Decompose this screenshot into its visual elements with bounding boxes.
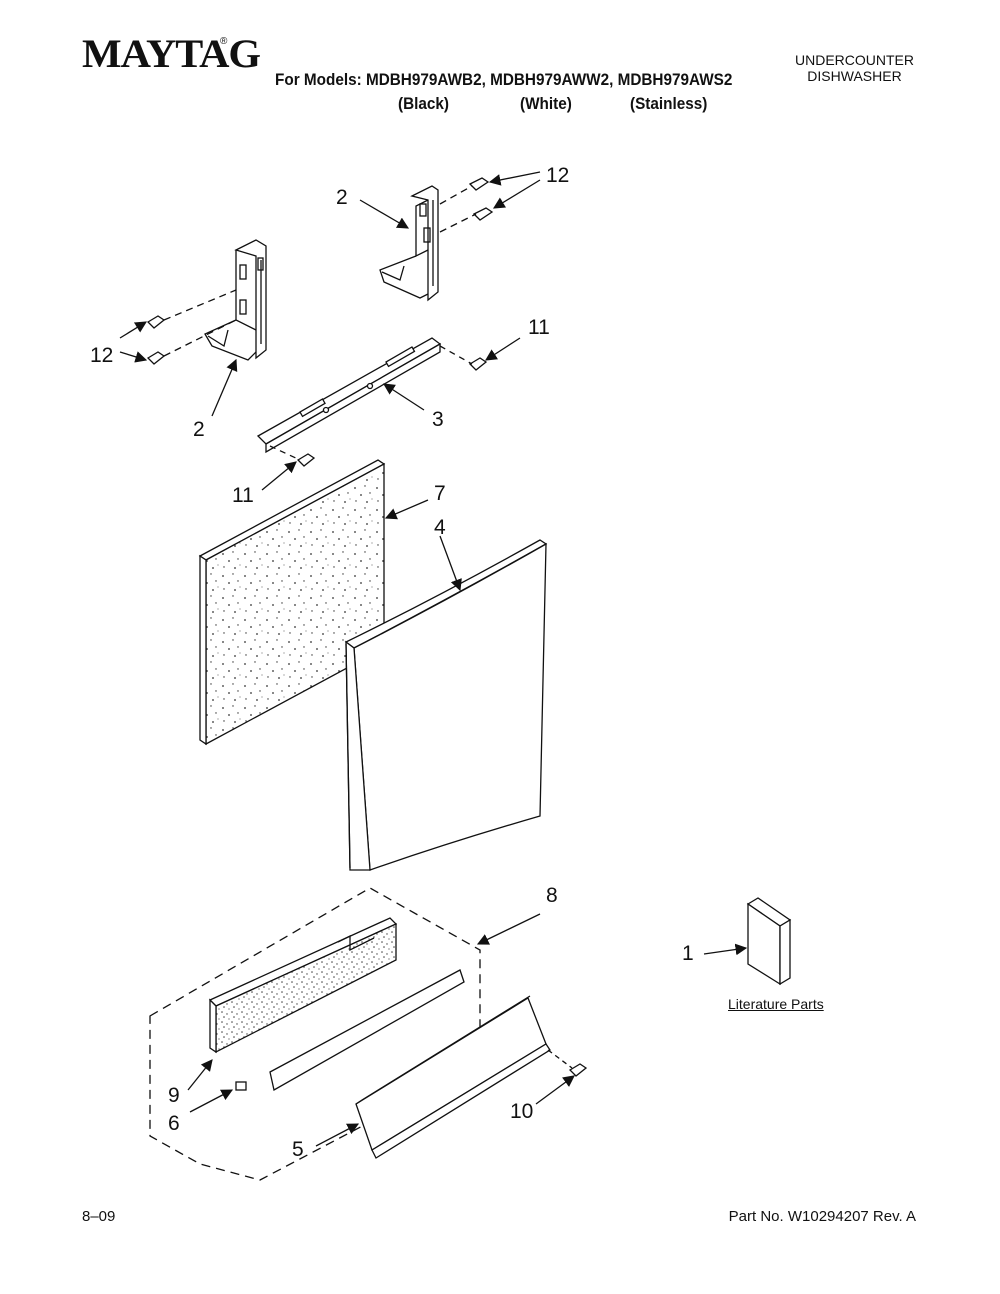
footer-part-number: Part No. W10294207 Rev. A — [728, 1208, 916, 1225]
footer-date: 8–09 — [82, 1208, 116, 1225]
callout-11-left: 11 — [232, 484, 254, 507]
callout-1: 1 — [682, 942, 694, 965]
callout-12-top: 12 — [546, 164, 570, 187]
callout-11-right: 11 — [528, 316, 550, 339]
screws-12-top — [468, 177, 494, 221]
hinge-bracket-right — [379, 185, 439, 302]
callout-leaders — [119, 171, 748, 1147]
screws-11 — [296, 357, 488, 467]
literature-booklet — [746, 897, 792, 986]
callout-10: 10 — [510, 1100, 534, 1123]
product-type: UNDERCOUNTER DISHWASHER — [795, 52, 914, 84]
screw-guide-lines-top — [439, 185, 477, 233]
variant-white: (White) — [520, 94, 572, 113]
callout-2-top: 2 — [336, 186, 348, 209]
screw-guide-lines-11 — [269, 345, 473, 461]
callout-6: 6 — [168, 1112, 180, 1135]
maytag-logo: MAYTAG — [82, 31, 261, 76]
product-type-line1: UNDERCOUNTER — [795, 52, 914, 68]
callout-4: 4 — [434, 516, 446, 539]
product-type-line2: DISHWASHER — [807, 68, 902, 84]
literature-parts-label: Literature Parts — [728, 996, 824, 1012]
callout-7: 7 — [434, 482, 446, 505]
insulation-panel — [198, 459, 386, 746]
variant-black: (Black) — [398, 94, 450, 113]
kickplate-clip — [235, 1081, 247, 1091]
screw-guide-lines-left — [163, 289, 237, 357]
callout-5: 5 — [292, 1138, 304, 1161]
screw-10 — [568, 1063, 588, 1077]
kickplate-insulation — [208, 917, 398, 1054]
door-panel — [344, 539, 548, 871]
hinge-bracket-left — [204, 239, 267, 361]
registered-mark: ® — [220, 36, 228, 47]
callout-3: 3 — [432, 408, 444, 431]
callout-2-left: 2 — [193, 418, 205, 441]
variant-stainless: (Stainless) — [630, 94, 708, 113]
kickplate-strip — [269, 969, 465, 1091]
kickplate-assembly-outline — [149, 887, 481, 1181]
door-rail — [256, 337, 442, 454]
models-line: For Models: MDBH979AWB2, MDBH979AWW2, MD… — [275, 70, 733, 89]
callout-12-left: 12 — [90, 344, 114, 367]
toe-kick — [355, 995, 551, 1159]
callout-9: 9 — [168, 1084, 180, 1107]
screws-12-left — [146, 315, 166, 365]
callout-8: 8 — [546, 884, 558, 907]
